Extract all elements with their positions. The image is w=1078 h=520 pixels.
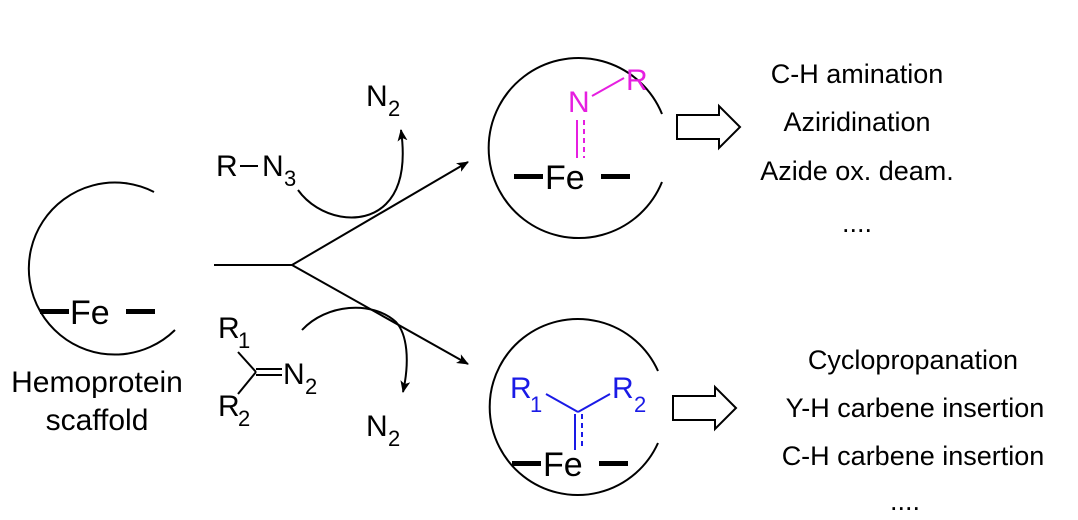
lower-reaction-arrow	[291, 264, 469, 365]
nitrene-product-2: Azide ox. deam.	[760, 156, 954, 186]
diazo-r2-subscript: 2	[238, 406, 250, 431]
scaffold-arc	[27, 181, 176, 356]
azide-n-label: N	[262, 150, 284, 183]
lower-n2-n-label: N	[366, 410, 388, 443]
diazo-r2-label: R	[218, 390, 240, 423]
upper-reaction-arrow	[291, 161, 469, 266]
nitrene-r-label: R	[626, 64, 648, 97]
carbene-heme-bar-left	[512, 461, 541, 466]
carbene-r1-bond	[545, 393, 579, 413]
carbene-r1-subscript: 1	[530, 392, 542, 417]
nitrene-product-list: C-H amination Aziridination Azide ox. de…	[760, 59, 954, 238]
nitrene-product-0: C-H amination	[771, 59, 944, 89]
carbene-r2-bond	[577, 393, 611, 413]
heme-bar-right	[126, 309, 155, 314]
nitrene-n-label: N	[568, 86, 590, 119]
carbene-product-2: C-H carbene insertion	[782, 441, 1045, 471]
nitrene-heme-bar-left	[514, 174, 543, 179]
upper-n2-release-arrow	[297, 129, 408, 219]
carbene-r2-label: R	[612, 372, 634, 405]
carbene-product-1: Y-H carbene insertion	[786, 393, 1045, 423]
diazo-bond-to-r2	[237, 371, 257, 395]
carbene-product-0: Cyclopropanation	[808, 345, 1018, 375]
nitrene-fe-label: Fe	[545, 159, 585, 197]
scaffold-metal-label: Fe	[70, 294, 110, 332]
lower-n2-byproduct: N 2	[366, 410, 400, 451]
hemoprotein-scaffold: Fe Hemoprotein scaffold	[11, 181, 183, 437]
nitrene-scaffold-arc	[487, 57, 663, 239]
diazo-n-label: N	[283, 358, 305, 391]
upper-n2-n-label: N	[366, 80, 388, 113]
carbene-r1-label: R	[510, 372, 532, 405]
diazo-r1-label: R	[218, 312, 240, 345]
azide-n-subscript: 3	[284, 166, 296, 191]
scaffold-caption-line2: scaffold	[46, 404, 149, 437]
carbene-fe-label: Fe	[543, 446, 583, 484]
nitrene-product-1: Aziridination	[783, 107, 930, 137]
lower-n2-release-arrow	[301, 306, 411, 393]
nitrene-product-3: ....	[842, 208, 872, 238]
azide-reagent: R N 3	[216, 150, 296, 191]
azide-r-label: R	[216, 150, 238, 183]
iron-nitrene-complex: N R Fe	[487, 57, 663, 239]
nitrene-n-r-bond	[591, 77, 625, 97]
diazo-n-subscript: 2	[305, 374, 317, 399]
lower-n2-subscript: 2	[388, 426, 400, 451]
upper-n2-subscript: 2	[388, 96, 400, 121]
nitrene-product-arrow	[676, 103, 742, 151]
carbene-r2-subscript: 2	[634, 392, 646, 417]
carbene-product-3: ....	[890, 486, 920, 516]
iron-carbene-complex: R 1 R 2 Fe	[488, 318, 659, 496]
reaction-arrows	[214, 129, 469, 393]
upper-n2-byproduct: N 2	[366, 80, 400, 121]
diazo-reagent: R 1 R 2 N 2	[218, 312, 317, 431]
heme-bar-left	[40, 309, 69, 314]
carbene-heme-bar-right	[599, 461, 628, 466]
scaffold-caption-line1: Hemoprotein	[11, 366, 183, 399]
nitrene-heme-bar-right	[601, 174, 630, 179]
diazo-bond-to-r1	[237, 351, 257, 373]
carbene-product-arrow	[672, 384, 738, 432]
carbene-product-list: Cyclopropanation Y-H carbene insertion C…	[782, 345, 1045, 516]
diazo-r1-subscript: 1	[238, 328, 250, 353]
carbene-scaffold-arc	[488, 318, 659, 496]
